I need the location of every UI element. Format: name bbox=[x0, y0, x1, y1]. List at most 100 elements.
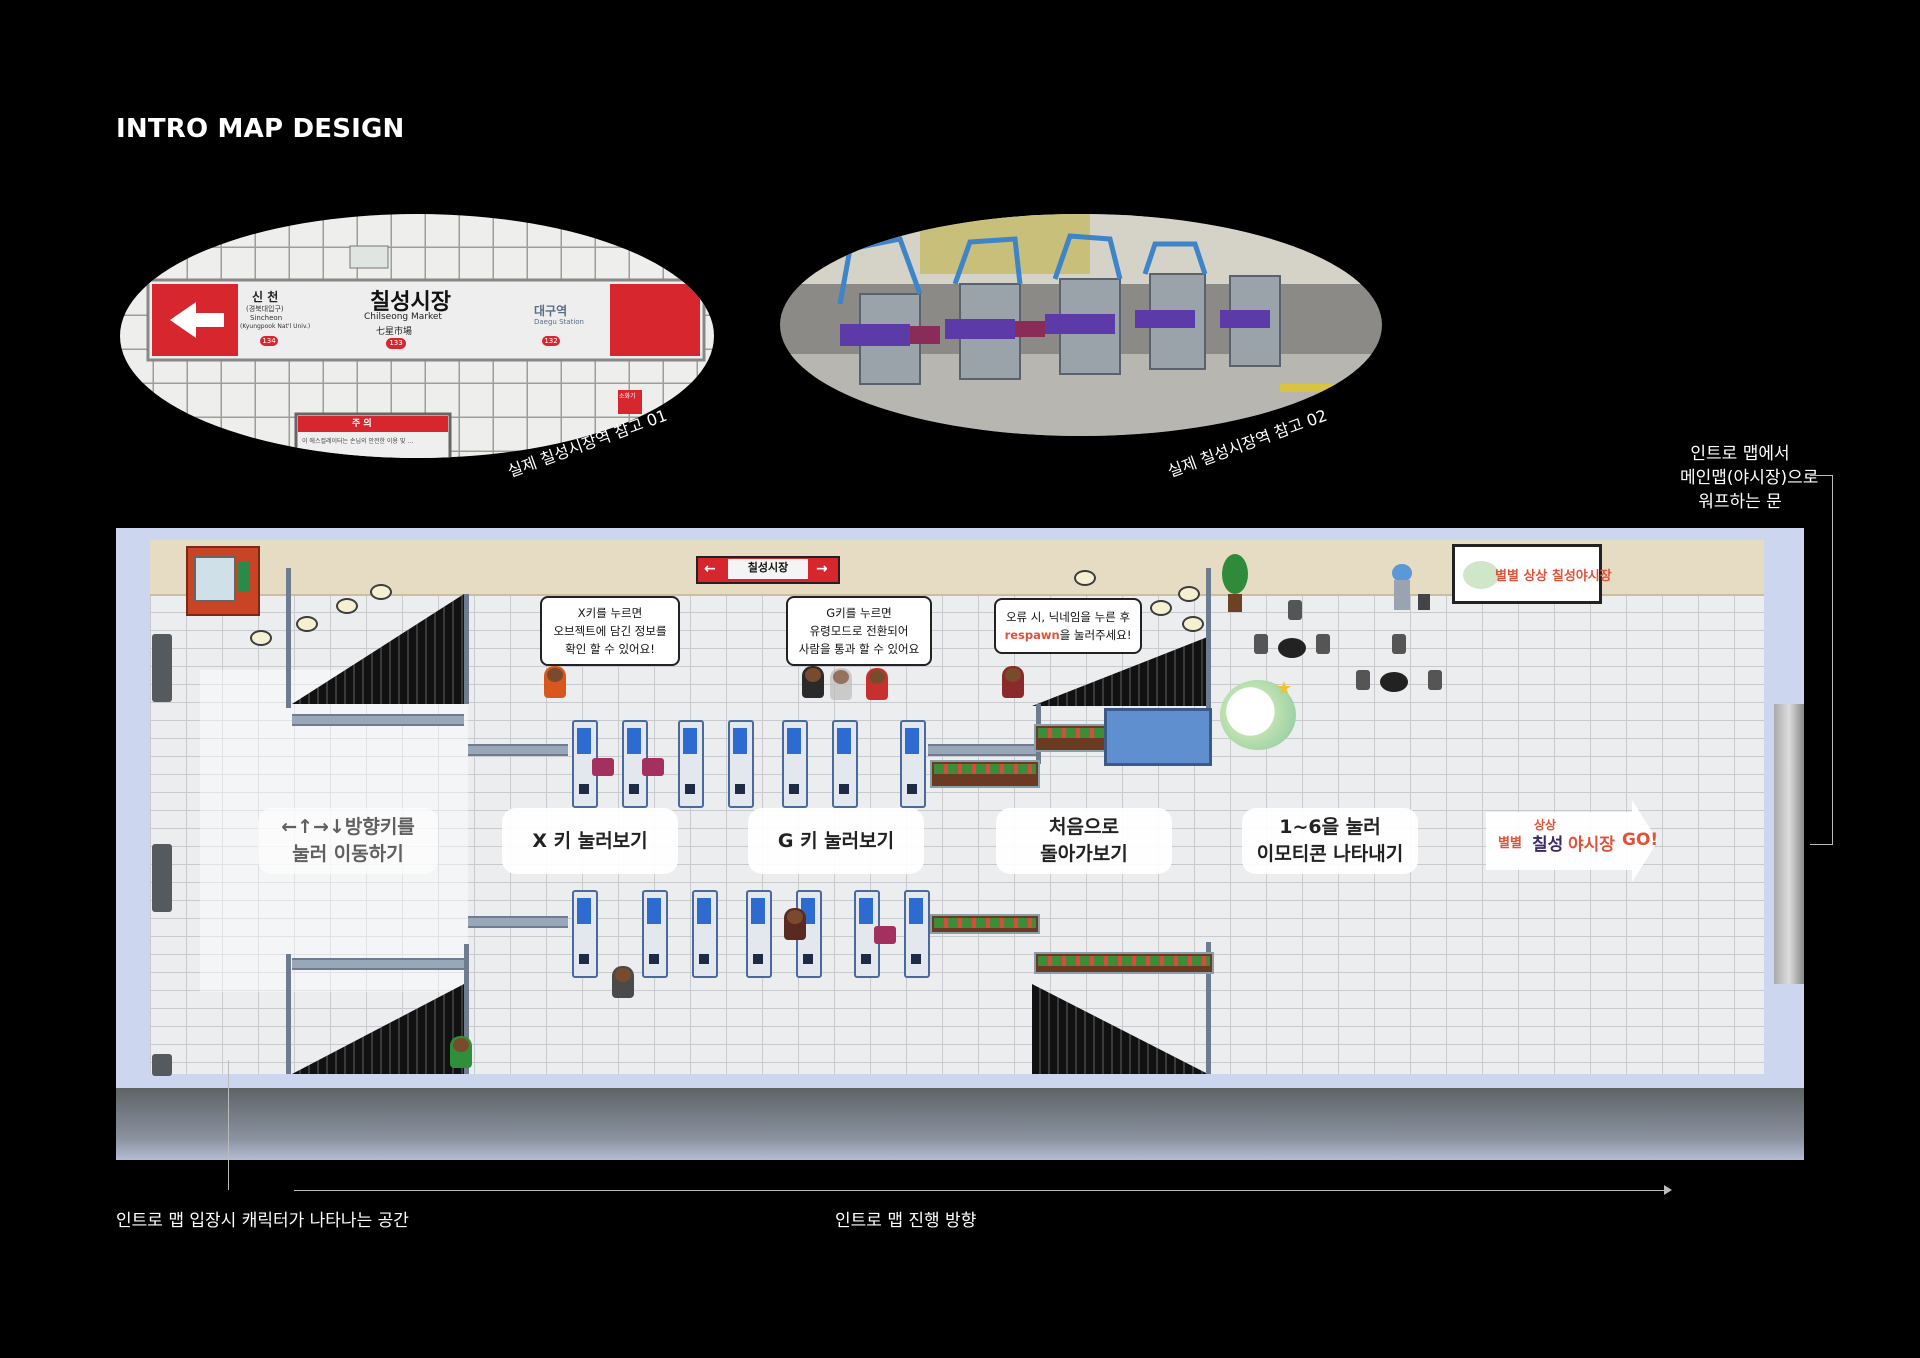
bubble-x-line-1: X키를 누르면 bbox=[577, 606, 643, 620]
instruction-emoticon-line-1: 1~6을 눌러 bbox=[1279, 816, 1381, 838]
ticket-gate[interactable] bbox=[904, 890, 930, 978]
chair bbox=[1288, 600, 1302, 620]
instruction-return-line-1: 처음으로 bbox=[1049, 816, 1119, 838]
vending-machine[interactable] bbox=[186, 546, 260, 616]
sign-right-arrow-icon: → bbox=[816, 561, 828, 577]
ceiling-light bbox=[296, 616, 318, 632]
npc-character[interactable] bbox=[866, 668, 888, 700]
gate-flap bbox=[874, 926, 896, 944]
reference-photo-1: 칠성시장 Chilseong Market 七星市場 133 신 천 (경북대입… bbox=[120, 214, 714, 458]
ticket-gate[interactable] bbox=[782, 720, 808, 808]
sign-left-arrow-icon: ← bbox=[704, 561, 716, 577]
ticket-gate[interactable] bbox=[728, 720, 754, 808]
ticket-gate[interactable] bbox=[678, 720, 704, 808]
potted-plant[interactable] bbox=[1220, 554, 1250, 614]
npc-character[interactable] bbox=[802, 666, 824, 698]
warp-bracket-bottom bbox=[1810, 844, 1832, 845]
instruction-x-line-1: X 키 눌러보기 bbox=[532, 829, 648, 852]
warp-door[interactable] bbox=[1774, 704, 1804, 984]
page-title: INTRO MAP DESIGN bbox=[116, 114, 405, 144]
warp-note-line-2: 메인맵(야시장)으로 bbox=[1680, 468, 1819, 488]
railing-post bbox=[286, 568, 291, 708]
ceiling-light bbox=[336, 598, 358, 614]
bubble-g-line-2: 유령모드로 전환되어 bbox=[809, 624, 909, 638]
ticket-gate[interactable] bbox=[900, 720, 926, 808]
station-name-hanja: 七星市場 bbox=[376, 327, 413, 337]
npc-character[interactable] bbox=[450, 1036, 472, 1068]
right-station-code: 132 bbox=[542, 336, 560, 346]
bubble-respawn-keyword: respawn bbox=[1004, 628, 1060, 642]
ceiling-light bbox=[1074, 570, 1096, 586]
planter bbox=[930, 760, 1040, 788]
railing bbox=[928, 744, 1038, 756]
spawn-note: 인트로 맵 입장시 캐릭터가 나타나는 공간 bbox=[116, 1211, 409, 1231]
gate-flap bbox=[592, 758, 614, 776]
left-station-code: 134 bbox=[260, 336, 278, 346]
bubble-x-line-3: 확인 할 수 있어요! bbox=[565, 642, 655, 656]
ticket-gate[interactable] bbox=[622, 720, 648, 808]
ticket-gate[interactable] bbox=[572, 890, 598, 978]
instruction-move-line-2: 눌러 이동하기 bbox=[292, 843, 404, 865]
station-name: 칠성시장 bbox=[370, 290, 451, 315]
warp-bracket-top bbox=[1810, 475, 1832, 476]
direction-arrow-head-icon bbox=[1664, 1185, 1672, 1195]
chair bbox=[1428, 670, 1442, 690]
planter bbox=[930, 914, 1040, 934]
station-sign-photo bbox=[120, 214, 714, 458]
warp-note-line-3: 워프하는 문 bbox=[1698, 492, 1782, 512]
ceiling-light bbox=[370, 584, 392, 600]
warp-bracket-vertical bbox=[1832, 475, 1833, 845]
direction-note: 인트로 맵 진행 방향 bbox=[835, 1211, 977, 1231]
instruction-emoticon-line-2: 이모티콘 나타내기 bbox=[1256, 843, 1404, 865]
railing-post bbox=[464, 594, 469, 704]
caution-title: 주 의 bbox=[352, 419, 372, 429]
chair bbox=[1316, 634, 1330, 654]
bubble-x-line-2: 오브젝트에 담긴 정보를 bbox=[553, 624, 667, 638]
npc-ghost-character[interactable] bbox=[830, 668, 852, 700]
ticket-gate[interactable] bbox=[832, 720, 858, 808]
ticket-gates-photo bbox=[780, 214, 1382, 436]
go-prefix: 별별 bbox=[1498, 836, 1522, 851]
chair bbox=[1392, 634, 1406, 654]
npc-character[interactable] bbox=[784, 908, 806, 940]
logo-text: 별별 상상 칠성야시장 bbox=[1495, 569, 1612, 584]
ticket-gate[interactable] bbox=[746, 890, 772, 978]
reference-photo-2 bbox=[780, 214, 1382, 436]
go-accent: 야시장 bbox=[1568, 835, 1615, 855]
chair bbox=[1254, 634, 1268, 654]
instruction-return-line-2: 돌아가보기 bbox=[1040, 843, 1128, 865]
trash-bin bbox=[1418, 594, 1430, 610]
npc-character[interactable] bbox=[544, 666, 566, 698]
station-name-en: Chilseong Market bbox=[364, 312, 442, 322]
front-wall bbox=[116, 1088, 1804, 1160]
npc-character[interactable] bbox=[1002, 666, 1024, 698]
ticket-gate[interactable] bbox=[692, 890, 718, 978]
go-suffix: GO! bbox=[1622, 830, 1659, 850]
railing-post bbox=[1206, 942, 1211, 1074]
railing bbox=[292, 958, 464, 970]
railing-post bbox=[464, 944, 469, 1074]
mascot-character[interactable] bbox=[1220, 680, 1296, 750]
logo-board[interactable]: 별별 상상 칠성야시장 bbox=[1452, 544, 1612, 604]
speech-bubble-x-key: X키를 누르면 오브젝트에 담긴 정보를 확인 할 수 있어요! bbox=[540, 596, 680, 666]
map-station-sign-text: 칠성시장 bbox=[728, 559, 808, 579]
instruction-g-line-1: G 키 눌러보기 bbox=[777, 829, 895, 852]
wall-pad bbox=[152, 634, 172, 702]
bubble-g-line-3: 사람을 통과 할 수 있어요 bbox=[798, 642, 920, 656]
water-dispenser[interactable] bbox=[1392, 564, 1412, 610]
right-station: 대구역 bbox=[534, 304, 568, 318]
intro-map: ← 칠성시장 → 별별 상상 칠성야시장 bbox=[116, 528, 1804, 1160]
warp-note-line-1: 인트로 맵에서 bbox=[1690, 444, 1790, 464]
ticket-gate[interactable] bbox=[642, 890, 668, 978]
go-arrow[interactable]: 별별 상상 칠성 야시장 GO! bbox=[1486, 800, 1658, 882]
chair bbox=[1356, 670, 1370, 690]
speech-bubble-respawn: 오류 시, 닉네임을 누른 후 respawn을 눌러주세요! bbox=[994, 598, 1142, 654]
ceiling-light bbox=[1178, 586, 1200, 602]
railing-post bbox=[286, 954, 291, 1074]
npc-character[interactable] bbox=[612, 966, 634, 998]
railing bbox=[292, 714, 464, 726]
map-station-sign[interactable]: ← 칠성시장 → bbox=[696, 556, 840, 584]
